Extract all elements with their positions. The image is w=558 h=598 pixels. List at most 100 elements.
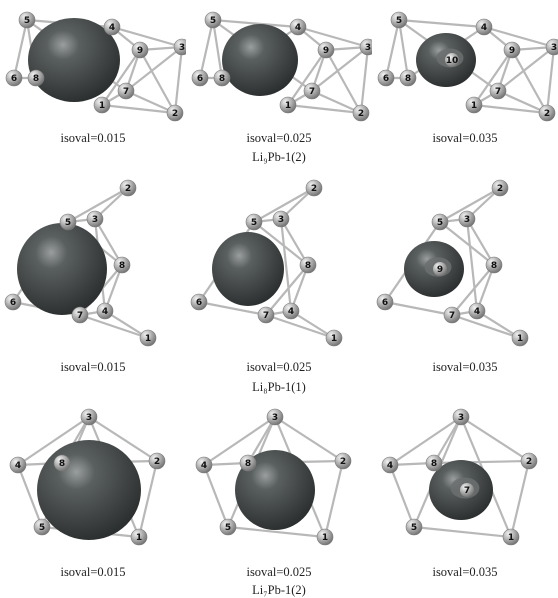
bond-line [279,218,293,312]
bond-line [227,525,326,539]
atom-sphere [59,213,77,231]
atom-sphere [213,69,231,87]
atom-sphere [239,454,257,472]
atom-sphere [545,38,558,56]
bond-line [397,19,410,79]
atom-label: 3 [464,215,470,225]
bond-line [323,460,345,538]
atom-sphere [325,329,343,347]
bond-line [137,460,159,538]
atom-label: 5 [225,523,231,533]
atom-sphere [93,96,111,114]
bond-line [439,187,501,223]
atom-sphere [204,11,222,29]
panel-caption: isoval=0.035 [432,131,498,145]
bond-line [466,218,495,266]
group-label: Li₇Pb-1(2) [252,583,306,597]
atom-sphere [305,179,323,197]
atom-sphere [279,96,297,114]
atom-label: 3 [86,413,92,423]
atom-label: 3 [179,43,185,53]
atom-sphere [113,256,131,274]
bond-line [111,25,183,49]
panel-caption: isoval=0.025 [246,131,312,145]
isosurface-blob [212,232,284,306]
bond-line [125,46,183,92]
atom-label: 7 [464,486,470,496]
atom-label: 6 [383,74,389,84]
atom-sphere [390,11,408,29]
atom-label: 5 [437,218,443,228]
atom-sphere [352,104,370,122]
atom-sphere [4,293,22,311]
atom-label: 8 [33,74,39,84]
atom-sphere [148,452,166,470]
isosurface-blob [37,440,141,540]
atom-sphere [489,82,507,100]
atom-sphere [53,454,71,472]
isosurface-blob [17,223,107,315]
atom-label: 6 [10,298,16,308]
atom-label: 7 [77,311,83,321]
bond-line [384,300,453,317]
atom-label: 3 [272,413,278,423]
atom-sphere [316,528,334,546]
atom-sphere [460,483,474,497]
atom-label: 8 [59,459,65,469]
atom-sphere [245,213,263,231]
bond-line [433,416,462,464]
atom-label: 1 [471,101,477,111]
atom-label: 9 [323,46,329,56]
bond-line [439,221,495,266]
atom-sphere [71,306,89,324]
atom-sphere [166,104,184,122]
bond-line [476,310,521,339]
atom-sphere [173,38,186,56]
panel-caption: isoval=0.015 [60,565,126,579]
bond-line [79,313,149,340]
atom-sphere [18,11,36,29]
atom-label: 7 [495,87,501,97]
bond-line [325,49,362,114]
bond-line [465,218,479,312]
group-label: Li₉Pb-1(2) [252,150,306,164]
atom-sphere [131,41,149,59]
atom-label: 3 [551,43,557,53]
atom-label: 1 [136,533,142,543]
bond-line [253,187,315,223]
atom-label: 3 [278,215,284,225]
atom-sphere [289,18,307,36]
atom-label: 1 [508,533,514,543]
atom-label: 2 [526,457,532,467]
atom-sphere [257,306,275,324]
atom-label: 5 [210,16,216,26]
atom-sphere [119,179,137,197]
atom-label: 8 [305,261,311,271]
atom-sphere [266,408,284,426]
bond-line [359,46,370,114]
atom-label: 4 [295,23,301,33]
bond-line [265,264,309,316]
bond-line [290,310,335,339]
bond-line [398,18,485,29]
bond-line [104,310,149,339]
atom-sphere [86,210,104,228]
atom-sphere [377,69,395,87]
atom-sphere [299,256,317,274]
atom-sphere [334,452,352,470]
atom-sphere [538,104,556,122]
bond-line [265,313,335,340]
atom-sphere [425,454,443,472]
atom-label: 4 [15,461,21,471]
atom-label: 3 [458,413,464,423]
atom-sphere [445,53,459,67]
atom-sphere [195,456,213,474]
bond-line [384,19,401,79]
atom-label: 7 [263,311,269,321]
atom-label: 2 [154,457,160,467]
